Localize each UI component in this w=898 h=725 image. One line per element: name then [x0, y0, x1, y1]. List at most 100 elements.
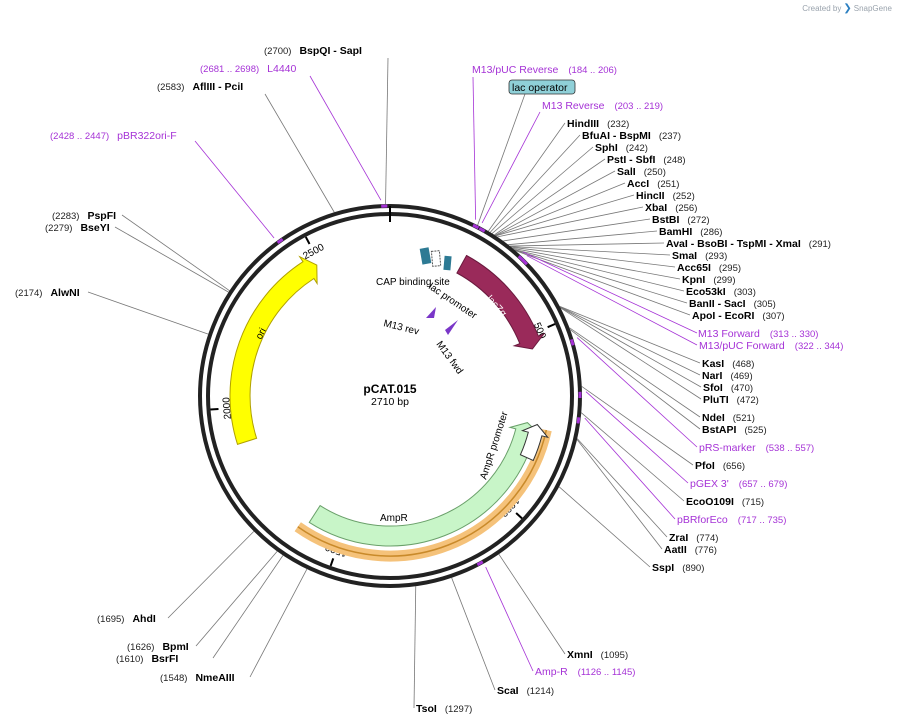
site-label[interactable]: PfoI(656)	[695, 460, 745, 472]
lac-operator-box[interactable]	[443, 255, 452, 271]
primer-leader-line	[472, 76, 477, 220]
site-label[interactable]: SmaI(293)	[672, 250, 727, 262]
site-label[interactable]: KasI(468)	[702, 358, 754, 370]
site-label[interactable]: PstI - SbfI(248)	[607, 154, 686, 166]
primer-leader-line	[309, 75, 382, 201]
site-label[interactable]: Acc65I(295)	[677, 262, 741, 274]
primer-leader-line	[526, 255, 698, 346]
site-label[interactable]: HincII(252)	[636, 190, 695, 202]
ampr-feature-arrow[interactable]	[308, 422, 543, 547]
primer-label[interactable]: pBRforEco(717 .. 735)	[677, 514, 786, 526]
site-label[interactable]: BstAPI(525)	[702, 424, 767, 436]
cap-binding-site-box[interactable]	[419, 247, 432, 265]
primer-leader-line	[481, 111, 541, 224]
site-label[interactable]: (2583)AflIII - PciI	[157, 81, 243, 93]
right-site-labels: HindIII(232) BfuAI - BspMI(237) SphI(242…	[416, 118, 831, 715]
primer-tick	[472, 223, 480, 230]
primer-label[interactable]: pGEX 3'(657 .. 679)	[690, 478, 787, 490]
primer-tick	[476, 560, 484, 567]
site-leader-line	[581, 412, 685, 502]
site-label[interactable]: EcoO109I(715)	[686, 496, 764, 508]
m13-rev-label: M13 rev	[382, 318, 420, 337]
primer-tick	[521, 258, 528, 266]
m13-fwd-arrow[interactable]	[445, 320, 458, 335]
site-label[interactable]: (2174)AlwNI	[15, 287, 80, 299]
site-label[interactable]: ApoI - EcoRI(307)	[692, 310, 785, 322]
primer-tick	[576, 417, 581, 424]
lac-operator-leader-line	[476, 93, 526, 228]
site-label[interactable]: BstBI(272)	[652, 214, 710, 226]
site-label[interactable]: AccI(251)	[627, 178, 679, 190]
site-leader-line	[488, 122, 566, 232]
site-label[interactable]: (1695)AhdI	[97, 613, 156, 625]
site-leader-line	[494, 170, 616, 236]
site-leader-line	[514, 249, 688, 304]
primer-label[interactable]: Amp-R(1126 .. 1145)	[535, 666, 635, 678]
site-label[interactable]: SfoI(470)	[703, 382, 753, 394]
ampr-label: AmpR	[380, 513, 408, 524]
site-leader-line	[512, 247, 681, 280]
site-label[interactable]: XbaI(256)	[645, 202, 697, 214]
site-label[interactable]: (2700)BspQI - SapI	[264, 45, 362, 57]
site-leader-line	[497, 206, 644, 238]
lacz-feature-arrow[interactable]	[456, 254, 546, 350]
tick-2500: 2500	[301, 236, 327, 262]
site-label[interactable]: BamHI(286)	[659, 226, 722, 238]
site-label[interactable]: ScaI(1214)	[497, 685, 554, 697]
snapgene-name: SnapGene	[853, 4, 892, 13]
site-label[interactable]: SalI(250)	[617, 166, 666, 178]
site-label[interactable]: (1610)BsrFI	[116, 653, 178, 665]
ori-label: ori	[254, 326, 269, 341]
plasmid-name: pCAT.015	[363, 382, 416, 396]
primer-leader-line	[576, 337, 698, 448]
left-site-labels: (2700)BspQI - SapI (2583)AflIII - PciI (…	[15, 45, 362, 684]
plasmid-length: 2710 bp	[371, 396, 409, 408]
site-label[interactable]: (1626)BpmI	[127, 641, 189, 653]
lac-promoter-box[interactable]	[430, 250, 442, 267]
primer-label[interactable]: M13 Forward(313 .. 330)	[698, 328, 818, 340]
primer-label[interactable]: M13/pUC Forward(322 .. 344)	[699, 340, 843, 352]
primer-tick	[276, 238, 284, 245]
site-leader-line	[511, 246, 676, 268]
site-label[interactable]: XmnI(1095)	[567, 649, 628, 661]
site-label[interactable]: NarI(469)	[702, 370, 753, 382]
site-label[interactable]: KpnI(299)	[682, 274, 736, 286]
site-label[interactable]: (2279)BseYI	[45, 222, 110, 234]
primer-label[interactable]: M13 Reverse(203 .. 219)	[542, 100, 663, 112]
site-label[interactable]: Eco53kI(303)	[686, 286, 756, 298]
primer-label[interactable]: pRS-marker(538 .. 557)	[699, 442, 814, 454]
lac-operator-badge[interactable]	[508, 79, 576, 95]
site-leader-line	[509, 242, 665, 247]
site-label[interactable]: AatII(776)	[664, 544, 717, 556]
site-label[interactable]: ZraI(774)	[669, 532, 718, 544]
site-leader-line	[491, 146, 594, 234]
primer-ticks	[276, 204, 582, 567]
primer-label[interactable]: (2681 .. 2698)L4440	[200, 63, 297, 75]
cap-binding-site-label: CAP binding site	[376, 277, 450, 288]
site-label[interactable]: SphI(242)	[595, 142, 648, 154]
primer-leader-line	[522, 251, 698, 334]
primer-label[interactable]: (2428 .. 2447)pBR322ori-F	[50, 130, 177, 142]
site-label[interactable]: HindIII(232)	[567, 118, 629, 130]
site-label[interactable]: BfuAI - BspMI(237)	[582, 130, 681, 142]
site-label[interactable]: NdeI(521)	[702, 412, 755, 424]
site-label[interactable]: AvaI - BsoBI - TspMI - XmaI(291)	[666, 238, 831, 250]
ampr-promoter-arrow[interactable]	[519, 423, 550, 462]
primer-leader-line	[584, 417, 676, 520]
site-label[interactable]: TsoI(1297)	[416, 703, 472, 715]
site-label[interactable]: PluTI(472)	[703, 394, 759, 406]
site-leader-line	[495, 194, 635, 237]
primer-tick	[517, 255, 525, 262]
site-label[interactable]: SspI(890)	[652, 562, 704, 574]
ori-feature-arrow[interactable]	[229, 255, 318, 446]
site-leader-line	[576, 439, 663, 550]
site-label[interactable]: (1548)NmeAIII	[160, 672, 235, 684]
site-label[interactable]: (2283)PspFI	[52, 210, 116, 222]
primer-label[interactable]: M13/pUC Reverse(184 .. 206)	[472, 64, 617, 76]
m13-rev-arrow[interactable]	[426, 307, 436, 318]
site-label[interactable]: BanII - SacI(305)	[689, 298, 776, 310]
created-by-text: Created by	[802, 4, 842, 13]
leader-lines	[87, 57, 702, 709]
site-leader-line	[451, 577, 496, 691]
